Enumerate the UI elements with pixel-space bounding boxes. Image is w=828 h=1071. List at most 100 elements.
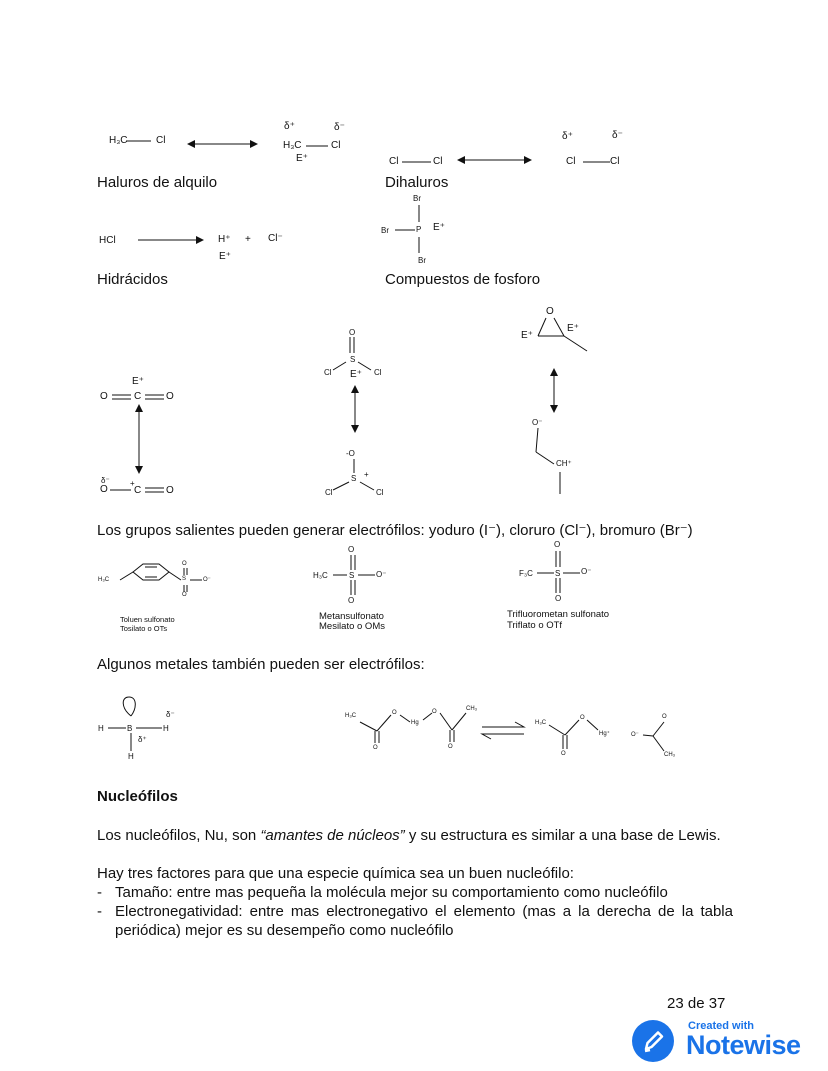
chlorine-atom: Cl [156, 135, 166, 146]
negative-charge: δ⁻ [101, 476, 110, 485]
bullet-text: Tamaño: entre mas pequeña la molécula me… [115, 884, 668, 901]
acetate-anion: O⁻ [631, 732, 639, 738]
methyl-group: H₃C [345, 713, 357, 719]
chlorine-atom: Cl [324, 368, 332, 377]
hydrogen-atom: H [98, 724, 104, 733]
electrophile-label: E⁺ [433, 222, 445, 233]
oxygen-atom: O [182, 561, 187, 567]
section-label-haluros: Haluros de alquilo [97, 174, 218, 191]
bullet-marker: - [97, 903, 102, 920]
sulfur-atom: S [349, 571, 355, 580]
oxide-anion: O⁻ [376, 570, 387, 579]
partial-negative: δ⁻ [612, 130, 623, 141]
oxygen-atom: O [349, 328, 356, 337]
chlorine-atom: Cl [433, 156, 443, 167]
oxygen-atom: O [546, 306, 554, 317]
carbocation: CH⁺ [556, 459, 572, 468]
electrophile-label: E⁺ [350, 369, 362, 380]
section-label-hidracidos: Hidrácidos [97, 271, 168, 288]
oxygen-atom: O [554, 540, 561, 549]
oxide-anion: O⁻ [581, 567, 592, 576]
methyl-group: CH₃ [466, 706, 478, 712]
chlorine-atom: Cl [374, 368, 382, 377]
chlorine-atom: Cl [331, 140, 341, 151]
phosphorus-atom: P [416, 225, 422, 234]
electrophile-label: E⁺ [219, 251, 231, 262]
mesylate-alias: Mesilato o OMs [319, 621, 385, 632]
methyl-group: H₃C [313, 571, 328, 580]
chlorine-atom: Cl [376, 488, 384, 497]
triflate-alias: Triflato o OTf [507, 620, 563, 631]
oxygen-atom: O [432, 709, 437, 715]
methyl-group: H₃C [109, 135, 128, 146]
intro-emphasis: “amantes de núcleos” [260, 827, 405, 844]
oxide-anion: O [100, 484, 108, 495]
sulfur-atom: S [351, 474, 357, 483]
created-with-label: Created with [688, 1020, 755, 1032]
bullet-text: Electronegatividad: entre mas electroneg… [115, 903, 733, 939]
bromine-atom: Br [381, 226, 389, 235]
nucleophiles-factors: Hay tres factores para que una especie q… [97, 865, 574, 882]
positive-charge: + [364, 470, 369, 479]
mesylate-name: Metansulfonato [319, 611, 384, 622]
bullet-marker: - [97, 884, 102, 901]
oxygen-atom: O [555, 594, 562, 603]
tosylate-name: Toluen sulfonato [120, 615, 175, 624]
hydrochloric-acid: HCl [99, 235, 116, 246]
oxygen-atom: O [100, 391, 108, 402]
list-item: - Electronegatividad: entre mas electron… [97, 902, 733, 940]
mercury-cation: Hg⁺ [599, 731, 610, 737]
methyl-group: H₃C [98, 577, 110, 583]
oxygen-atom: O [348, 596, 355, 605]
bromine-atom: Br [413, 194, 421, 203]
page-number: 23 de 37 [667, 995, 726, 1012]
hydrogen-atom: H [128, 752, 134, 761]
brand-name: Notewise [686, 1030, 801, 1060]
chlorine-atom: Cl [610, 156, 620, 167]
methyl-group: H₃C [535, 720, 547, 726]
positive-charge: + [130, 479, 135, 488]
oxygen-atom: O [348, 545, 355, 554]
oxygen-atom: O [662, 714, 667, 720]
oxygen-atom: O [580, 715, 585, 721]
carbon-atom: C [134, 485, 142, 496]
oxygen-atom: O [166, 391, 174, 402]
mercury-atom: Hg [411, 720, 419, 726]
boron-atom: B [127, 724, 133, 733]
partial-positive: δ⁺ [284, 121, 295, 132]
chlorine-atom: Cl [389, 156, 399, 167]
tosylate-alias: Tosilato o OTs [120, 624, 168, 633]
plus-sign: + [245, 234, 251, 245]
trifluoromethyl-group: F₃C [519, 569, 533, 578]
notewise-brand[interactable]: Created with Notewise [632, 1018, 822, 1064]
oxide-anion: -O [346, 449, 355, 458]
hydrogen-atom: H [163, 724, 169, 733]
chlorine-atom: Cl [566, 156, 576, 167]
nucleophiles-heading: Nucleófilos [97, 788, 178, 805]
metals-sentence: Algunos metales también pueden ser elect… [97, 656, 425, 673]
section-label-dihaluros: Dihaluros [385, 174, 449, 191]
list-item: - Tamaño: entre mas pequeña la molécula … [97, 883, 737, 902]
electrophile-label: E⁺ [567, 323, 579, 334]
oxygen-atom: O [448, 744, 453, 750]
methyl-group: CH₃ [664, 752, 676, 758]
bromine-atom: Br [418, 256, 426, 265]
carbon-atom: C [134, 391, 142, 402]
partial-positive: δ⁺ [562, 131, 573, 142]
partial-negative: δ⁻ [334, 122, 345, 133]
leaving-groups-sentence: Los grupos salientes pueden generar elec… [97, 522, 693, 539]
electrophile-label: E⁺ [296, 153, 308, 164]
alkoxide-anion: O⁻ [532, 418, 543, 427]
oxygen-atom: O [561, 751, 566, 757]
triflate-name: Trifluorometan sulfonato [507, 609, 610, 620]
proton: H⁺ [218, 234, 231, 245]
oxygen-atom: O [373, 745, 378, 751]
partial-negative: δ⁻ [166, 710, 175, 719]
partial-positive: δ⁺ [138, 735, 147, 744]
intro-text: Los nucleófilos, Nu, son [97, 827, 261, 844]
nucleophiles-intro: Los nucleófilos, Nu, son “amantes de núc… [97, 826, 737, 845]
oxygen-atom: O [392, 710, 397, 716]
oxygen-atom: O [166, 485, 174, 496]
oxygen-atom: O [182, 592, 187, 598]
